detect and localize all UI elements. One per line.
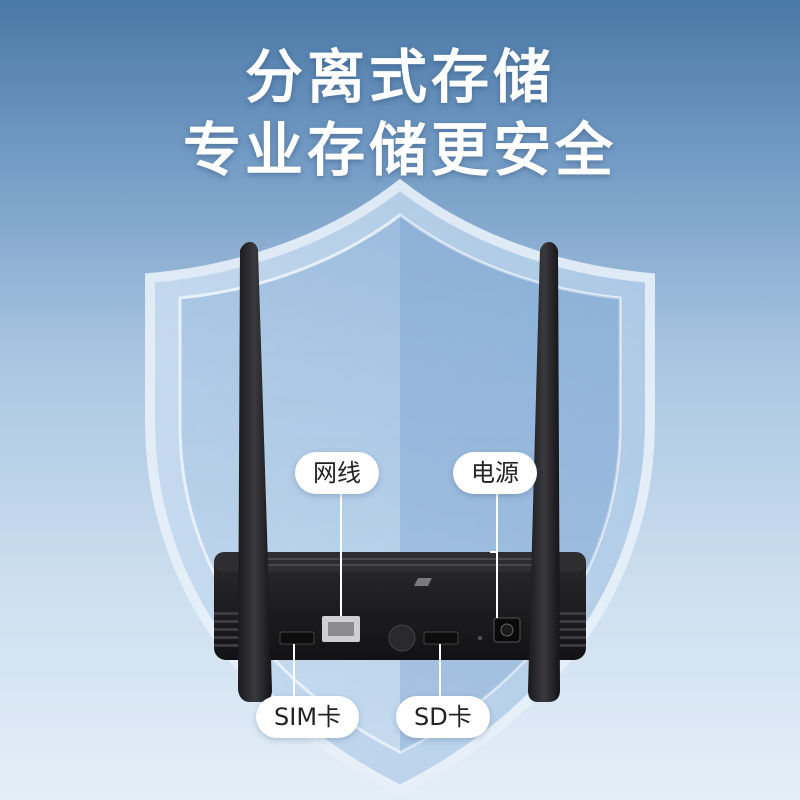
sd-slot [423, 631, 459, 645]
reset-knob [388, 624, 416, 652]
router-device [214, 552, 586, 660]
top-vents [250, 558, 550, 566]
headline-line-1: 分离式存储 [244, 43, 555, 111]
callout-network: 网线 [295, 452, 379, 494]
reset-pinhole [478, 636, 482, 640]
antenna-left [238, 242, 272, 702]
side-vents-left [214, 612, 244, 647]
sim-slot [279, 631, 315, 645]
callout-power: 电源 [453, 452, 537, 494]
callout-sim-card: SIM卡 [256, 696, 360, 738]
headline-line-2: 专业存储更安全 [182, 116, 617, 184]
callout-sd-card: SD卡 [396, 696, 490, 738]
antenna-right [528, 242, 560, 702]
brand-logo-icon [414, 578, 432, 586]
leader-lines [293, 494, 498, 696]
side-vents-right [556, 612, 586, 647]
